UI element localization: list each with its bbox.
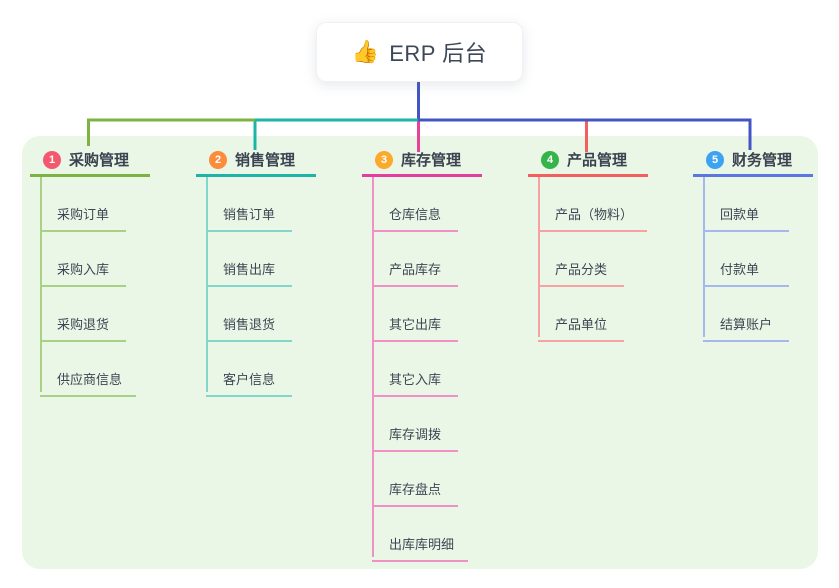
- child-node[interactable]: 采购退货: [40, 287, 126, 342]
- branch-vline: [538, 177, 540, 337]
- child-node[interactable]: 付款单: [703, 232, 789, 287]
- child-node[interactable]: 库存调拨: [372, 397, 458, 452]
- branch-title: 采购管理: [69, 152, 130, 169]
- branch-title: 库存管理: [401, 152, 462, 169]
- branch-vline: [206, 177, 208, 392]
- branch-vline: [703, 177, 705, 337]
- child-node[interactable]: 产品（物料）: [538, 177, 648, 232]
- branch-children: 仓库信息 产品库存 其它出库 其它入库 库存调拨 库存盘点 出库库明细: [372, 177, 494, 562]
- branch-number-badge: 1: [43, 150, 61, 169]
- child-node[interactable]: 供应商信息: [40, 342, 137, 397]
- branch-children: 采购订单 采购入库 采购退货 供应商信息: [40, 177, 162, 397]
- branch-number-badge: 4: [541, 150, 559, 169]
- child-node[interactable]: 回款单: [703, 177, 789, 232]
- child-node[interactable]: 仓库信息: [372, 177, 458, 232]
- branch-heading[interactable]: 4 产品管理: [528, 145, 648, 177]
- child-node[interactable]: 产品分类: [538, 232, 624, 287]
- branch-heading[interactable]: 3 库存管理: [362, 145, 482, 177]
- root-node[interactable]: 👍 ERP 后台: [316, 22, 523, 82]
- child-node[interactable]: 产品单位: [538, 287, 624, 342]
- branch-children: 销售订单 销售出库 销售退货 客户信息: [206, 177, 328, 397]
- child-node[interactable]: 客户信息: [206, 342, 292, 397]
- thumbs-up-icon: 👍: [351, 39, 380, 64]
- child-node[interactable]: 销售出库: [206, 232, 292, 287]
- branch-number-badge: 5: [706, 150, 724, 169]
- child-node[interactable]: 采购入库: [40, 232, 126, 287]
- branch-column-product: 4 产品管理 产品（物料） 产品分类 产品单位: [528, 145, 660, 342]
- branch-children: 产品（物料） 产品分类 产品单位: [538, 177, 660, 342]
- child-node[interactable]: 库存盘点: [372, 452, 458, 507]
- branch-title: 销售管理: [235, 152, 296, 169]
- branch-heading[interactable]: 2 销售管理: [196, 145, 316, 177]
- mindmap-background-panel: [22, 136, 818, 569]
- child-node[interactable]: 销售退货: [206, 287, 292, 342]
- branch-column-sales: 2 销售管理 销售订单 销售出库 销售退货 客户信息: [196, 145, 328, 397]
- child-node[interactable]: 出库库明细: [372, 507, 469, 562]
- branch-title: 财务管理: [732, 152, 793, 169]
- branch-column-purchase: 1 采购管理 采购订单 采购入库 采购退货 供应商信息: [30, 145, 162, 397]
- branch-children: 回款单 付款单 结算账户: [703, 177, 825, 342]
- child-node[interactable]: 采购订单: [40, 177, 126, 232]
- child-node[interactable]: 其它出库: [372, 287, 458, 342]
- branch-title: 产品管理: [567, 152, 628, 169]
- branch-number-badge: 2: [209, 150, 227, 169]
- branch-column-finance: 5 财务管理 回款单 付款单 结算账户: [693, 145, 825, 342]
- branch-vline: [40, 177, 42, 392]
- child-node[interactable]: 产品库存: [372, 232, 458, 287]
- branch-vline: [372, 177, 374, 557]
- root-title: ERP 后台: [389, 41, 488, 66]
- child-node[interactable]: 销售订单: [206, 177, 292, 232]
- child-node[interactable]: 其它入库: [372, 342, 458, 397]
- branch-heading[interactable]: 1 采购管理: [30, 145, 150, 177]
- child-node[interactable]: 结算账户: [703, 287, 789, 342]
- branch-heading[interactable]: 5 财务管理: [693, 145, 813, 177]
- branch-number-badge: 3: [375, 150, 393, 169]
- branch-column-inventory: 3 库存管理 仓库信息 产品库存 其它出库 其它入库 库存调拨 库存盘点 出库库…: [362, 145, 494, 562]
